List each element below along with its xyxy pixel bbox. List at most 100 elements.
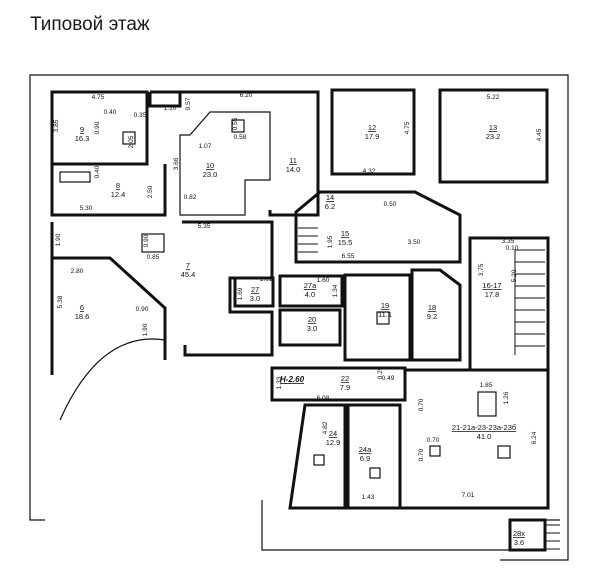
room-area: 3.0	[250, 294, 260, 303]
fixture-21b	[429, 445, 441, 457]
dimension-label: 1.34	[332, 284, 339, 297]
room-number: 24а	[359, 445, 372, 454]
room-number: 14	[326, 193, 334, 202]
room-number: 18	[428, 303, 436, 312]
fixture-24a	[369, 467, 381, 479]
wall-room-9	[50, 90, 149, 166]
room-area: 41.0	[477, 432, 492, 441]
dimension-label: 4.75	[404, 121, 411, 134]
room-number: 7	[186, 261, 190, 270]
wall-room-27	[233, 276, 275, 308]
dimension-label: 5.30	[80, 205, 93, 212]
fixture-21a	[477, 391, 497, 417]
room-labels: 916.3812.41023.01114.01217.91323.2146.21…	[75, 123, 526, 547]
room-area: 3.6	[514, 538, 524, 547]
dimension-label: 3.85	[53, 119, 60, 132]
room-area: 12.4	[111, 190, 126, 199]
room-area: 23.0	[203, 170, 218, 179]
dimension-label: 1.95	[327, 235, 334, 248]
stairs-28x	[545, 524, 560, 550]
room-number: 28х	[513, 529, 525, 538]
room-area: 14.0	[286, 165, 301, 174]
room-number: 27	[251, 285, 259, 294]
dimension-label: 4.75	[92, 94, 105, 101]
wall-room-24a	[346, 403, 402, 510]
dimension-label: 3.75	[478, 263, 485, 276]
wall-room-19	[343, 273, 412, 362]
wall-room-18	[410, 268, 462, 362]
fixture-19	[376, 311, 390, 325]
room-area: 11.1	[378, 310, 392, 319]
wall-room-7	[50, 220, 274, 375]
dimension-label: 1.90	[142, 323, 149, 336]
dimension-label: 5.38	[57, 295, 64, 308]
stairs-16-17	[514, 249, 545, 355]
dimension-label: 6.08	[317, 395, 330, 402]
fixture-10	[231, 119, 245, 133]
wall-room-20	[278, 308, 342, 347]
dimension-label: 3.35	[502, 238, 515, 245]
dimension-label: 1.85	[480, 382, 493, 389]
dimension-label: 0.70	[418, 398, 425, 411]
room-number: 16-17	[482, 281, 501, 290]
dimension-label: 1.43	[362, 494, 375, 501]
fixture-24	[313, 454, 325, 466]
room-area: 15.5	[338, 238, 353, 247]
wall-room-6-arc	[59, 338, 166, 421]
dimension-label: 5.20	[511, 269, 518, 282]
room-area: 16.3	[75, 134, 90, 143]
room-area: 45.4	[181, 270, 196, 279]
dimension-label: 1.10	[164, 105, 177, 112]
dimension-label: 6.24	[531, 431, 538, 444]
wall-room-24	[288, 403, 347, 510]
wall-room-12	[330, 88, 416, 176]
wall-room-10-11	[148, 90, 320, 217]
wall-room-8	[50, 164, 167, 217]
fixture-7	[141, 233, 165, 253]
wall-room-22	[270, 366, 407, 402]
room-area: 17.9	[365, 132, 380, 141]
dimension-label: 2.80	[71, 268, 84, 275]
room-number: 27а	[304, 281, 317, 290]
room-area: 7.9	[340, 383, 350, 392]
room-area: 6.2	[325, 202, 335, 211]
fixture-21c	[497, 445, 511, 459]
dimension-label: 0.90	[143, 234, 150, 247]
wall-room-13	[438, 88, 549, 184]
dimension-label: 0.58	[234, 134, 247, 141]
dimension-label: 5.35	[198, 223, 211, 230]
level-mark: H-2.60	[280, 375, 305, 384]
dimension-label: 7.01	[462, 492, 475, 499]
dimension-label: 6.20	[240, 92, 253, 99]
wall-room-28x	[508, 518, 547, 552]
room-area: 12.9	[326, 438, 341, 447]
room-area: 4.0	[305, 290, 315, 299]
stairs-14	[298, 227, 318, 253]
dimension-label: 2.50	[147, 185, 154, 198]
dimension-label: 0.70	[427, 437, 440, 444]
dimension-label: 0.50	[384, 201, 397, 208]
room-area: 17.8	[485, 290, 500, 299]
dimension-label: 3.50	[408, 239, 421, 246]
room-number: 8	[116, 181, 120, 190]
room-number: 12	[368, 123, 376, 132]
dimension-label: 4.45	[536, 128, 543, 141]
dimension-label: 1.60	[317, 277, 330, 284]
dimension-label: 4.32	[363, 168, 376, 175]
room-number: 10	[206, 161, 214, 170]
room-area: 3.0	[307, 324, 317, 333]
outer-outline	[29, 74, 569, 561]
wall-room-14-15	[294, 190, 462, 264]
wall-room-10	[179, 111, 271, 216]
dimension-label: 0.57	[185, 97, 192, 110]
dimension-label: 0.35	[134, 112, 147, 119]
dimension-label: 0.29	[377, 366, 384, 379]
dimension-label: 0.90	[94, 121, 101, 134]
wall-room-27a	[278, 274, 344, 308]
room-area: 18.6	[75, 312, 90, 321]
room-number: 15	[341, 229, 349, 238]
dimension-label: 1.07	[199, 143, 212, 150]
dimension-label: 0.40	[94, 165, 101, 178]
